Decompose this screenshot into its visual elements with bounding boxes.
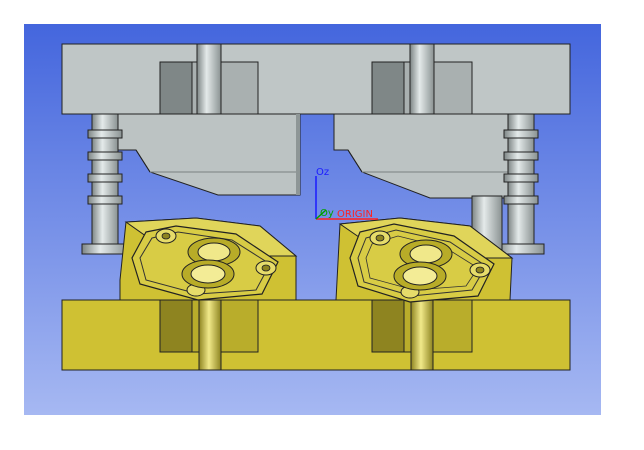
axis-y-line [315, 209, 327, 220]
origin-axis-triad[interactable]: Oz Oy ORIGIN [315, 167, 378, 220]
workpiece-left[interactable] [119, 217, 298, 301]
upper-die-plate[interactable] [61, 43, 571, 115]
axis-z-label: Oz [316, 167, 329, 178]
axis-y-label: Oy [320, 208, 334, 219]
guide-post-left[interactable] [81, 113, 129, 255]
workpiece-right[interactable] [335, 217, 514, 303]
upper-punch-pin-right[interactable] [409, 43, 435, 115]
lower-die-plate[interactable] [61, 299, 571, 371]
lower-ejector-pin-right[interactable] [410, 299, 434, 371]
upper-punch-pin-left[interactable] [196, 43, 222, 115]
axis-origin-label: ORIGIN [337, 209, 373, 220]
lower-ejector-pin-left[interactable] [198, 299, 222, 371]
